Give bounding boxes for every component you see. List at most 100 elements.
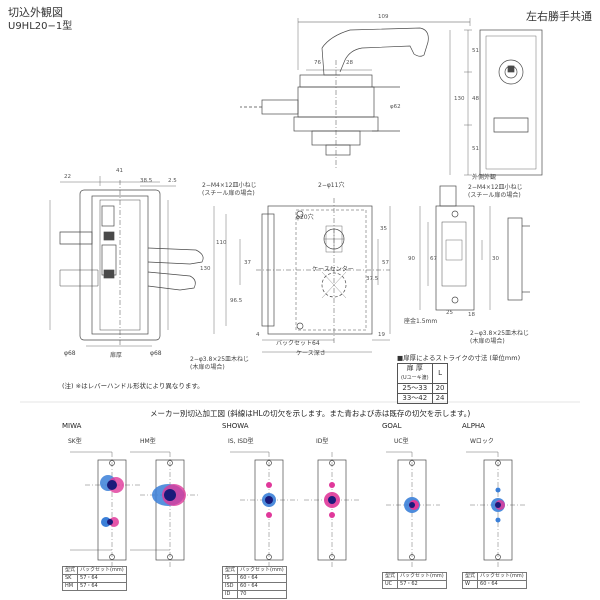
label-wood-note2: (木扉の場合)	[470, 338, 505, 345]
strike-table-title: ■扉厚によるストライクの寸法 (単位mm)	[397, 354, 521, 362]
dim-130: 130	[454, 96, 465, 102]
label-case-depth: ケース深さ	[296, 350, 326, 357]
dim-48: 48	[472, 96, 479, 102]
strike-row-range: 33〜42	[397, 393, 433, 404]
table-cell: HM	[61, 582, 79, 591]
model-number: U9HL20−1型	[8, 21, 73, 32]
label-wood-screw2: 2−φ3.8×25皿木ねじ	[470, 330, 530, 337]
maker-goal: GOAL	[382, 422, 402, 430]
lock-side-section	[49, 176, 204, 347]
dim-18: 18	[468, 312, 475, 318]
label-screw1: 2−M4×12皿小ねじ	[202, 182, 257, 189]
table-cell: IS	[221, 574, 239, 583]
strike-row-l: 24	[431, 393, 449, 404]
dim-30: 30	[492, 256, 499, 262]
showa-is-plate	[230, 451, 298, 568]
lever-note: (注) ※はレバーハンドル形状により異なります。	[62, 382, 204, 390]
dim-28: 28	[346, 60, 353, 66]
table-cell: W	[461, 580, 479, 589]
dim-35: 35	[380, 226, 387, 232]
existing-cutouts	[100, 475, 505, 527]
label-wood-screw: 2−φ3.8×25皿木ねじ	[190, 356, 250, 363]
strike-row-l: 20	[431, 383, 449, 394]
miwa-sk-plate	[70, 451, 140, 568]
label-screw2-note: (スチール扉の場合)	[468, 192, 521, 199]
label-door-thickness: 扉厚	[110, 352, 123, 359]
table-cell: 60・64	[477, 580, 527, 589]
table-cell: 60・64	[237, 574, 287, 583]
table-head: バックセット(mm)	[397, 572, 447, 581]
dim-19: 19	[378, 332, 385, 338]
alpha-type-w: Wロック	[470, 438, 494, 445]
dim-51a: 51	[472, 48, 479, 54]
front-plate-view	[449, 29, 543, 176]
label-backset: バックセット64	[276, 340, 320, 347]
label-screw2: 2−M4×12皿小ねじ	[468, 184, 523, 191]
drawing-title: 切込外観図	[8, 6, 63, 19]
label-outer-view: 外側外観	[472, 174, 497, 181]
table-head: 型式	[461, 572, 479, 581]
strike-head-a: 扉 厚(Uユーキ渡)	[397, 363, 433, 384]
dim-41: 41	[116, 168, 123, 174]
maker-showa: SHOWA	[222, 422, 249, 430]
showa-id-plate	[304, 452, 360, 568]
dim-109: 109	[378, 14, 389, 20]
dim-phi62: φ62	[390, 104, 401, 110]
handing-note: 左右勝手共通	[526, 10, 592, 23]
dim-130b: 130	[200, 266, 211, 272]
maker-miwa: MIWA	[62, 422, 82, 430]
table-cell: 57・64	[77, 582, 127, 591]
label-phi68a: φ68	[64, 350, 76, 357]
dim-2-5a: 2.5	[168, 178, 177, 184]
dim-110: 110	[216, 240, 227, 246]
table-cell: 57・64	[77, 574, 127, 583]
table-head: バックセット(mm)	[237, 566, 287, 575]
table-cell: ID	[221, 590, 239, 599]
miwa-type-sk: SK型	[68, 438, 82, 445]
miwa-type-hm: HM型	[140, 438, 156, 445]
lever-handle-side-view	[240, 18, 471, 170]
maker-alpha: ALPHA	[462, 422, 485, 430]
dim-22: 22	[64, 174, 71, 180]
dim-90: 90	[408, 256, 415, 262]
dim-25: 25	[446, 310, 453, 316]
label-wood-note: (木扉の場合)	[190, 364, 225, 371]
table-cell: 60・64	[237, 582, 287, 591]
cutout-section-title: メーカー別切込加工図 (斜線はHLの切欠を示します。また青および赤は既存の切欠を…	[150, 409, 471, 418]
showa-type-is: IS, ISD型	[228, 438, 254, 445]
dim-67: 67	[430, 256, 437, 262]
showa-type-id: ID型	[316, 438, 329, 445]
cutout-front-view	[213, 198, 391, 353]
dim-96-5: 96.5	[230, 298, 243, 304]
strike-row-range: 25〜33	[397, 383, 433, 394]
table-cell: SK	[61, 574, 79, 583]
label-phi68b: φ68	[150, 350, 162, 357]
table-head: バックセット(mm)	[77, 566, 127, 575]
strike-head-b: L	[431, 363, 449, 384]
dim-37: 37	[244, 260, 251, 266]
label-hole-a: 2−φ11穴	[318, 182, 345, 189]
table-head: バックセット(mm)	[477, 572, 527, 581]
dim-4: 4	[256, 332, 260, 338]
dim-76: 76	[314, 60, 321, 66]
table-head: 型式	[221, 566, 239, 575]
dim-57: 57	[382, 260, 389, 266]
label-hole-b: φ20穴	[296, 214, 314, 221]
strike-view	[419, 185, 530, 311]
miwa-hm-plate	[130, 451, 200, 568]
table-cell: 70	[237, 590, 287, 599]
dim-38-5: 38.5	[140, 178, 153, 184]
dim-37-5: 37.5	[366, 276, 379, 282]
label-screw1-note: (スチール扉の場合)	[202, 190, 255, 197]
label-plate: 座金1.5mm	[404, 318, 438, 325]
table-cell: ISD	[221, 582, 239, 591]
table-cell: UC	[381, 580, 399, 589]
goal-type-uc: UC型	[394, 438, 409, 445]
table-cell: 57・62	[397, 580, 447, 589]
